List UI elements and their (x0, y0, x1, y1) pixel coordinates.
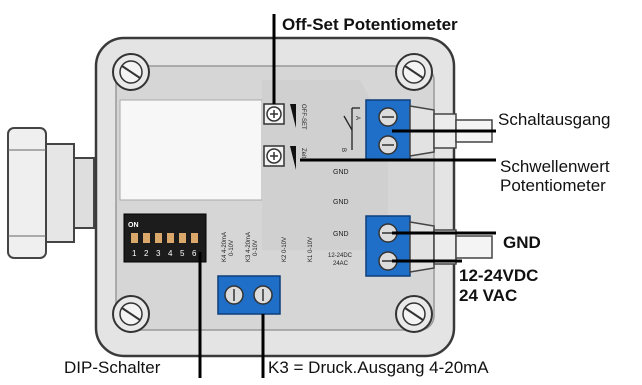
relay-label-b: B (340, 148, 346, 152)
corner-screw-bottom-left (112, 295, 150, 333)
k1-label: K1 0-10V (308, 237, 314, 262)
relay-symbol (343, 107, 360, 150)
k3-terminal-block[interactable] (217, 275, 281, 315)
zeit-board-label: Zeit (300, 148, 306, 158)
offset-callout: Off-Set Potentiometer (282, 15, 458, 34)
k2-label: K2 0-10V (282, 237, 288, 262)
corner-screw-bottom-right (395, 295, 433, 333)
board-gnd-label-3: GND (333, 231, 349, 238)
supply-callout-line1: 12-24VDC (459, 266, 538, 285)
corner-screw-top-right (395, 53, 433, 91)
cable-gland (7, 127, 95, 259)
board-gnd-label-2: GND (333, 199, 349, 206)
dip-number-4: 4 (168, 249, 173, 258)
threshold-potentiometer[interactable] (263, 145, 296, 170)
k4-range-label: 0-10V (229, 240, 235, 256)
k4-label: K4 4-20mA (222, 232, 228, 262)
board-window (262, 80, 388, 250)
k3-callout: K3 = Druck.Ausgang 4-20mA (268, 358, 489, 377)
supply-cable-nozzle (409, 221, 493, 273)
dip-number-2: 2 (144, 249, 149, 258)
dip-number-1: 1 (132, 249, 137, 258)
dip-number-3: 3 (156, 249, 161, 258)
dip-callout: DIP-Schalter (64, 358, 161, 377)
schaltausgang-callout: Schaltausgang (498, 110, 610, 129)
board-supply-label-2: 24AC (333, 261, 349, 267)
schwellenwert-callout-line2: Potentiometer (500, 176, 606, 195)
offset-board-label: OFF-SET (300, 104, 306, 130)
dip-on-label: ON (128, 222, 139, 229)
corner-screw-top-left (112, 53, 150, 91)
supply-callout-line2: 24 VAC (459, 286, 517, 305)
board-gnd-label-1: GND (333, 169, 349, 176)
schwellenwert-callout-line1: Schwellenwert (500, 157, 610, 176)
supply-terminal-block[interactable] (365, 215, 411, 277)
dip-number-6: 6 (192, 249, 197, 258)
label-area (119, 99, 263, 201)
dip-switch[interactable] (123, 213, 207, 263)
dip-number-5: 5 (180, 249, 185, 258)
relay-label-a: A (354, 116, 360, 120)
board-supply-label-1: 12-24DC (328, 253, 353, 259)
k3-label: K3 4-20mA (246, 232, 252, 262)
offset-potentiometer[interactable] (263, 103, 296, 128)
k3-range-label: 0-10V (253, 240, 259, 256)
gnd-callout: GND (503, 233, 541, 252)
